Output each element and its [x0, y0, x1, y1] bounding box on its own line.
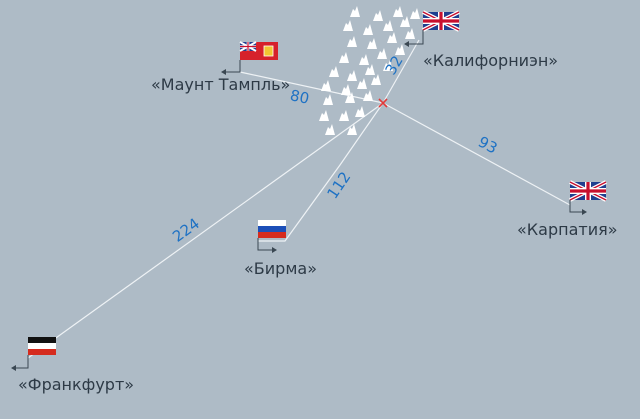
iceberg-icon: [339, 110, 349, 121]
flag-pole: [224, 60, 241, 73]
routes: [27, 39, 571, 359]
ship-label-birma: «Бирма»: [244, 259, 317, 278]
iceberg-icon: [371, 74, 381, 85]
iceberg-icon: [345, 92, 355, 103]
iceberg-icon: [363, 90, 373, 101]
iceberg-icon: [341, 84, 351, 95]
carpathia-flag: [569, 180, 607, 215]
iceberg-icon: [319, 110, 329, 121]
russia-flag-icon: [258, 220, 286, 238]
iceberg-icon: [367, 38, 377, 49]
uk-flag-icon: [569, 180, 607, 202]
iceberg-icon: [347, 70, 357, 81]
route-mount-temple: [239, 71, 384, 104]
flag-pole: [407, 30, 424, 45]
iceberg-icon: [329, 66, 339, 77]
iceberg-icon: [405, 28, 415, 39]
iceberg-icon: [343, 20, 353, 31]
uk-flag-icon: [422, 10, 460, 32]
route-carpathia: [382, 102, 571, 206]
iceberg-icon: [347, 36, 357, 47]
iceberg-icon: [339, 52, 349, 63]
cross-marker-icon: [378, 98, 388, 108]
iceberg-icon: [359, 54, 369, 65]
canada-red-ensign-flag-icon: [239, 41, 278, 60]
distance-mount-temple: 80: [288, 86, 311, 108]
route-birma: [258, 102, 384, 242]
ship-label-frankfurt: «Франкфурт»: [18, 375, 135, 394]
ship-label-mount-temple: «Маунт Тампль»: [151, 75, 291, 94]
mount-temple-flag: [221, 41, 278, 75]
ship-label-californian: «Калифорниэн»: [423, 51, 559, 70]
iceberg-icon: [393, 6, 403, 17]
iceberg-icon: [410, 8, 420, 19]
route-frankfurt: [27, 102, 384, 359]
iceberg-icon: [350, 6, 360, 17]
iceberg-icon: [377, 48, 387, 59]
route-californian: [382, 39, 420, 104]
frankfurt-flag: [11, 337, 56, 371]
flag-pole: [569, 200, 584, 213]
iceberg-icon: [373, 10, 383, 21]
californian-flag: [404, 10, 460, 47]
iceberg-icon: [363, 24, 373, 35]
ice-field: [319, 6, 420, 135]
iceberg-icon: [395, 44, 405, 55]
iceberg-icon: [383, 20, 393, 31]
flag-pole: [257, 238, 274, 251]
iceberg-icon: [387, 32, 397, 43]
birma-flag: [257, 220, 286, 253]
german-empire-flag-icon: [28, 337, 56, 355]
iceberg-icon: [325, 124, 335, 135]
iceberg-icon: [321, 80, 331, 91]
iceberg-icon: [357, 78, 367, 89]
iceberg-icon: [323, 94, 333, 105]
iceberg-icon: [365, 64, 375, 75]
iceberg-icon: [355, 106, 365, 117]
iceberg-icon: [347, 124, 357, 135]
iceberg-icon: [383, 60, 393, 71]
ship-label-carpathia: «Карпатия»: [517, 220, 618, 239]
iceberg-icon: [400, 16, 410, 27]
flag-pole: [14, 355, 29, 369]
